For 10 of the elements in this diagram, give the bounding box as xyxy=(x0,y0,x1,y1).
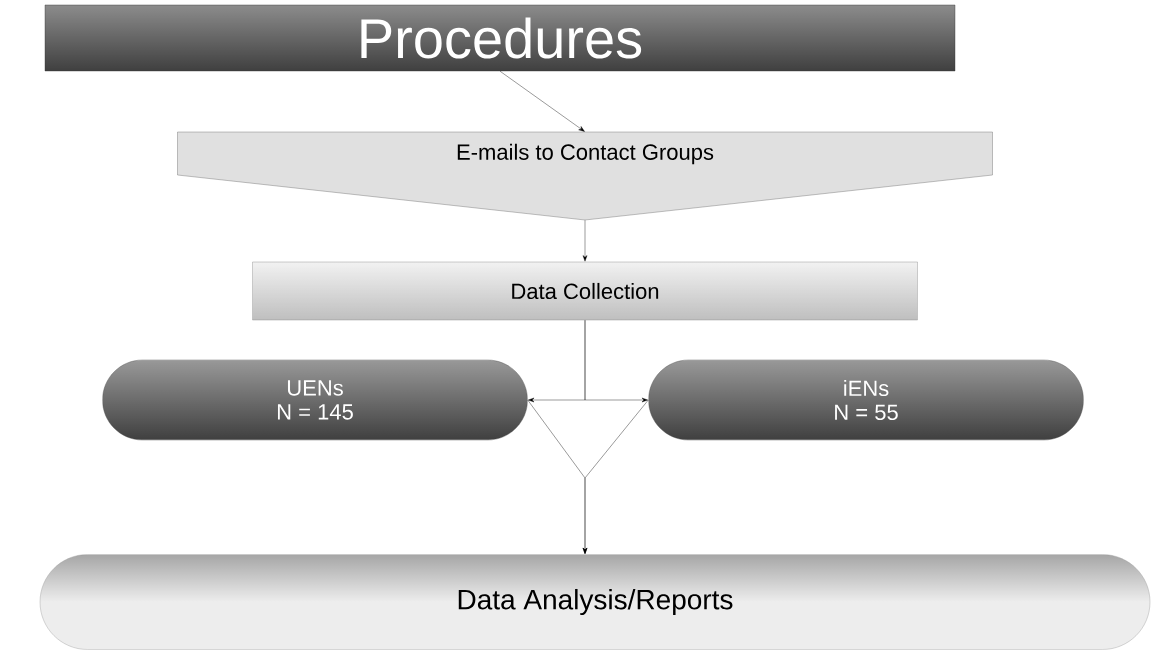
pentagon-arrow-box: E-mails to Contact Groups xyxy=(177,131,993,221)
arrow xyxy=(584,320,648,403)
arrow xyxy=(582,399,649,554)
capsule-box: Data Analysis/Reports xyxy=(39,554,1151,650)
capsule-box: UENs N = 145 xyxy=(102,359,528,441)
capsule-box: iENs N = 55 xyxy=(648,359,1084,441)
arrow xyxy=(582,220,588,262)
heading-bar: Procedures xyxy=(44,4,956,72)
process-box: Data Collection xyxy=(252,261,918,321)
arrow xyxy=(499,71,585,132)
